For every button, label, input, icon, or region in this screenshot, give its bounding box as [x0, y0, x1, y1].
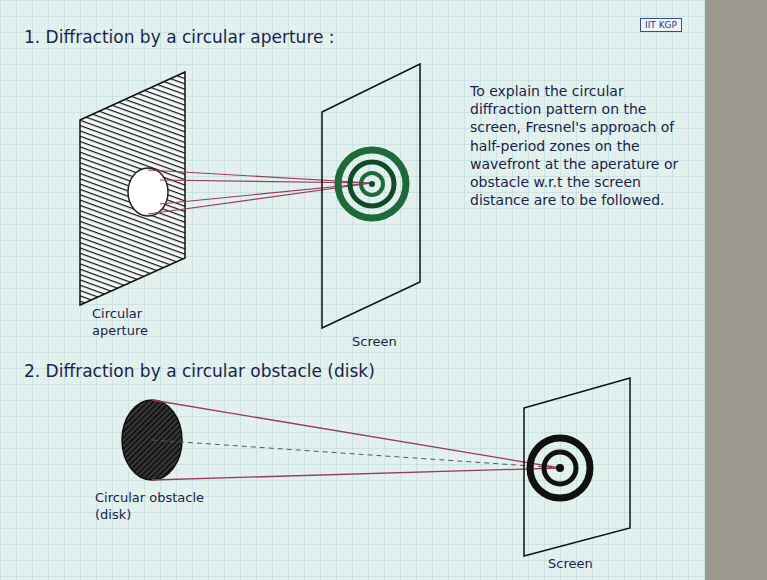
part-label: Circular aperture — [92, 306, 202, 340]
wall — [705, 0, 767, 580]
logo-text: IIT KGP — [645, 20, 677, 30]
ring-pattern-2 — [530, 438, 590, 498]
grid — [0, 0, 705, 580]
section-heading: 1. Diffraction by a circular aperture : — [24, 26, 454, 48]
screen-1 — [322, 64, 420, 328]
screen-2 — [524, 378, 630, 556]
part-label: Screen — [548, 556, 628, 573]
part-label: Circular obstacle (disk) — [95, 490, 215, 524]
note-text: To explain the circular diffraction patt… — [470, 82, 695, 209]
axis-line — [152, 440, 560, 468]
part-label: Screen — [352, 334, 432, 351]
ring-pattern-1 — [338, 150, 406, 218]
aperture-hole — [128, 168, 168, 216]
section-heading: 2. Diffraction by a circular obstacle (d… — [24, 360, 494, 382]
paper — [0, 0, 705, 580]
aperture-plate — [80, 72, 185, 305]
rays — [152, 400, 560, 480]
logo-box: IIT KGP — [640, 18, 682, 32]
